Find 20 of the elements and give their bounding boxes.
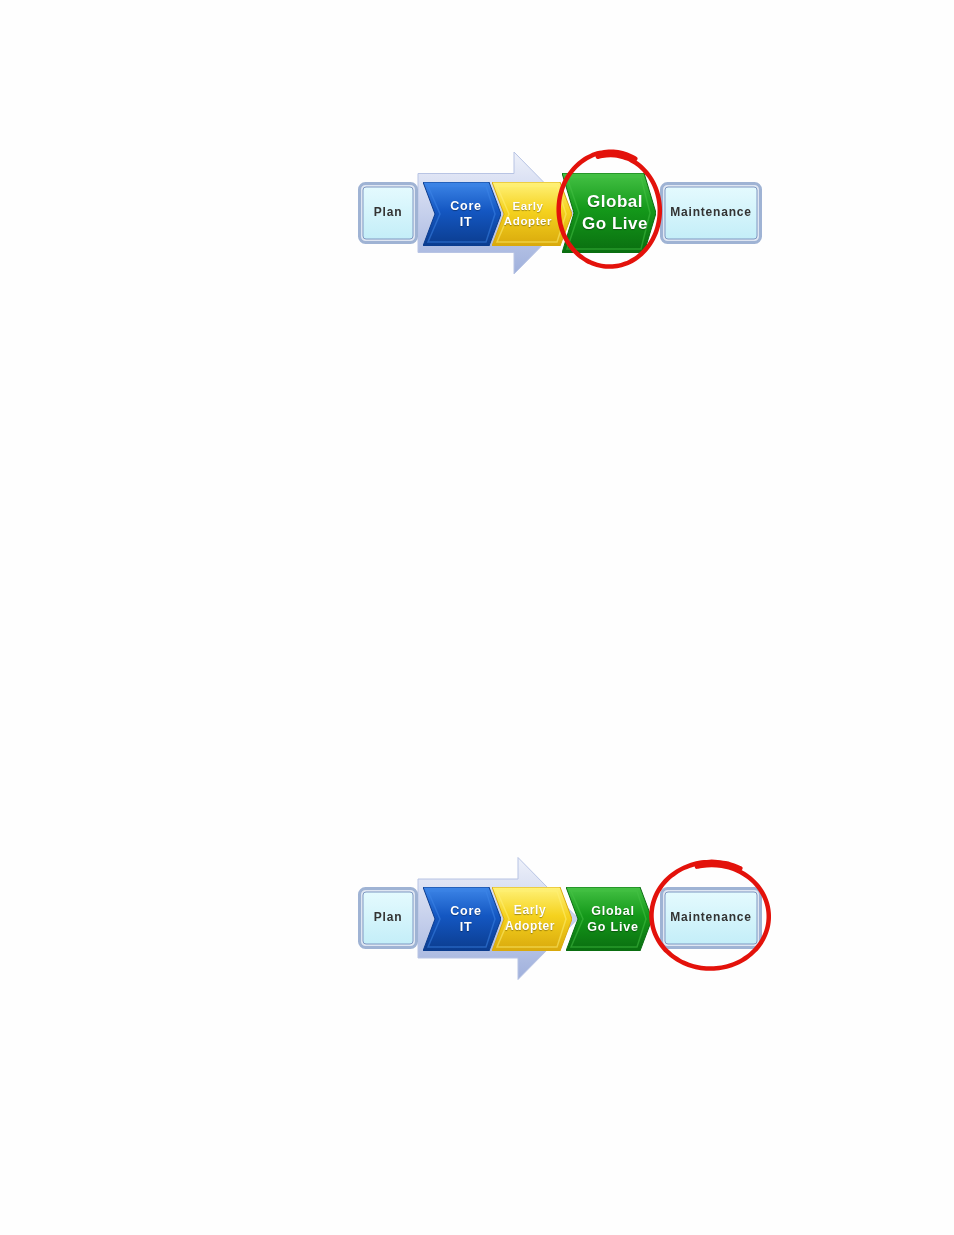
step-label: Early Adopter bbox=[502, 199, 554, 229]
process-box bbox=[358, 182, 418, 244]
step-label: Plan bbox=[373, 205, 403, 221]
step-label: Core IT bbox=[449, 902, 483, 936]
process-box bbox=[660, 887, 762, 949]
step-label: Early Adopter bbox=[503, 903, 557, 935]
process-step bbox=[566, 887, 652, 951]
step-label: Global Go Live bbox=[586, 902, 640, 936]
step-label: Maintenance bbox=[670, 910, 752, 926]
process-step bbox=[562, 173, 656, 253]
step-label: Maintenance bbox=[670, 205, 752, 221]
process-box bbox=[358, 887, 418, 949]
process-step bbox=[423, 182, 501, 246]
step-label: Plan bbox=[373, 910, 403, 926]
process-box bbox=[660, 182, 762, 244]
step-label: Core IT bbox=[449, 197, 483, 231]
process-step bbox=[492, 182, 572, 246]
process-step bbox=[492, 887, 572, 951]
step-label: Global Go Live bbox=[581, 190, 649, 235]
process-step bbox=[423, 887, 501, 951]
